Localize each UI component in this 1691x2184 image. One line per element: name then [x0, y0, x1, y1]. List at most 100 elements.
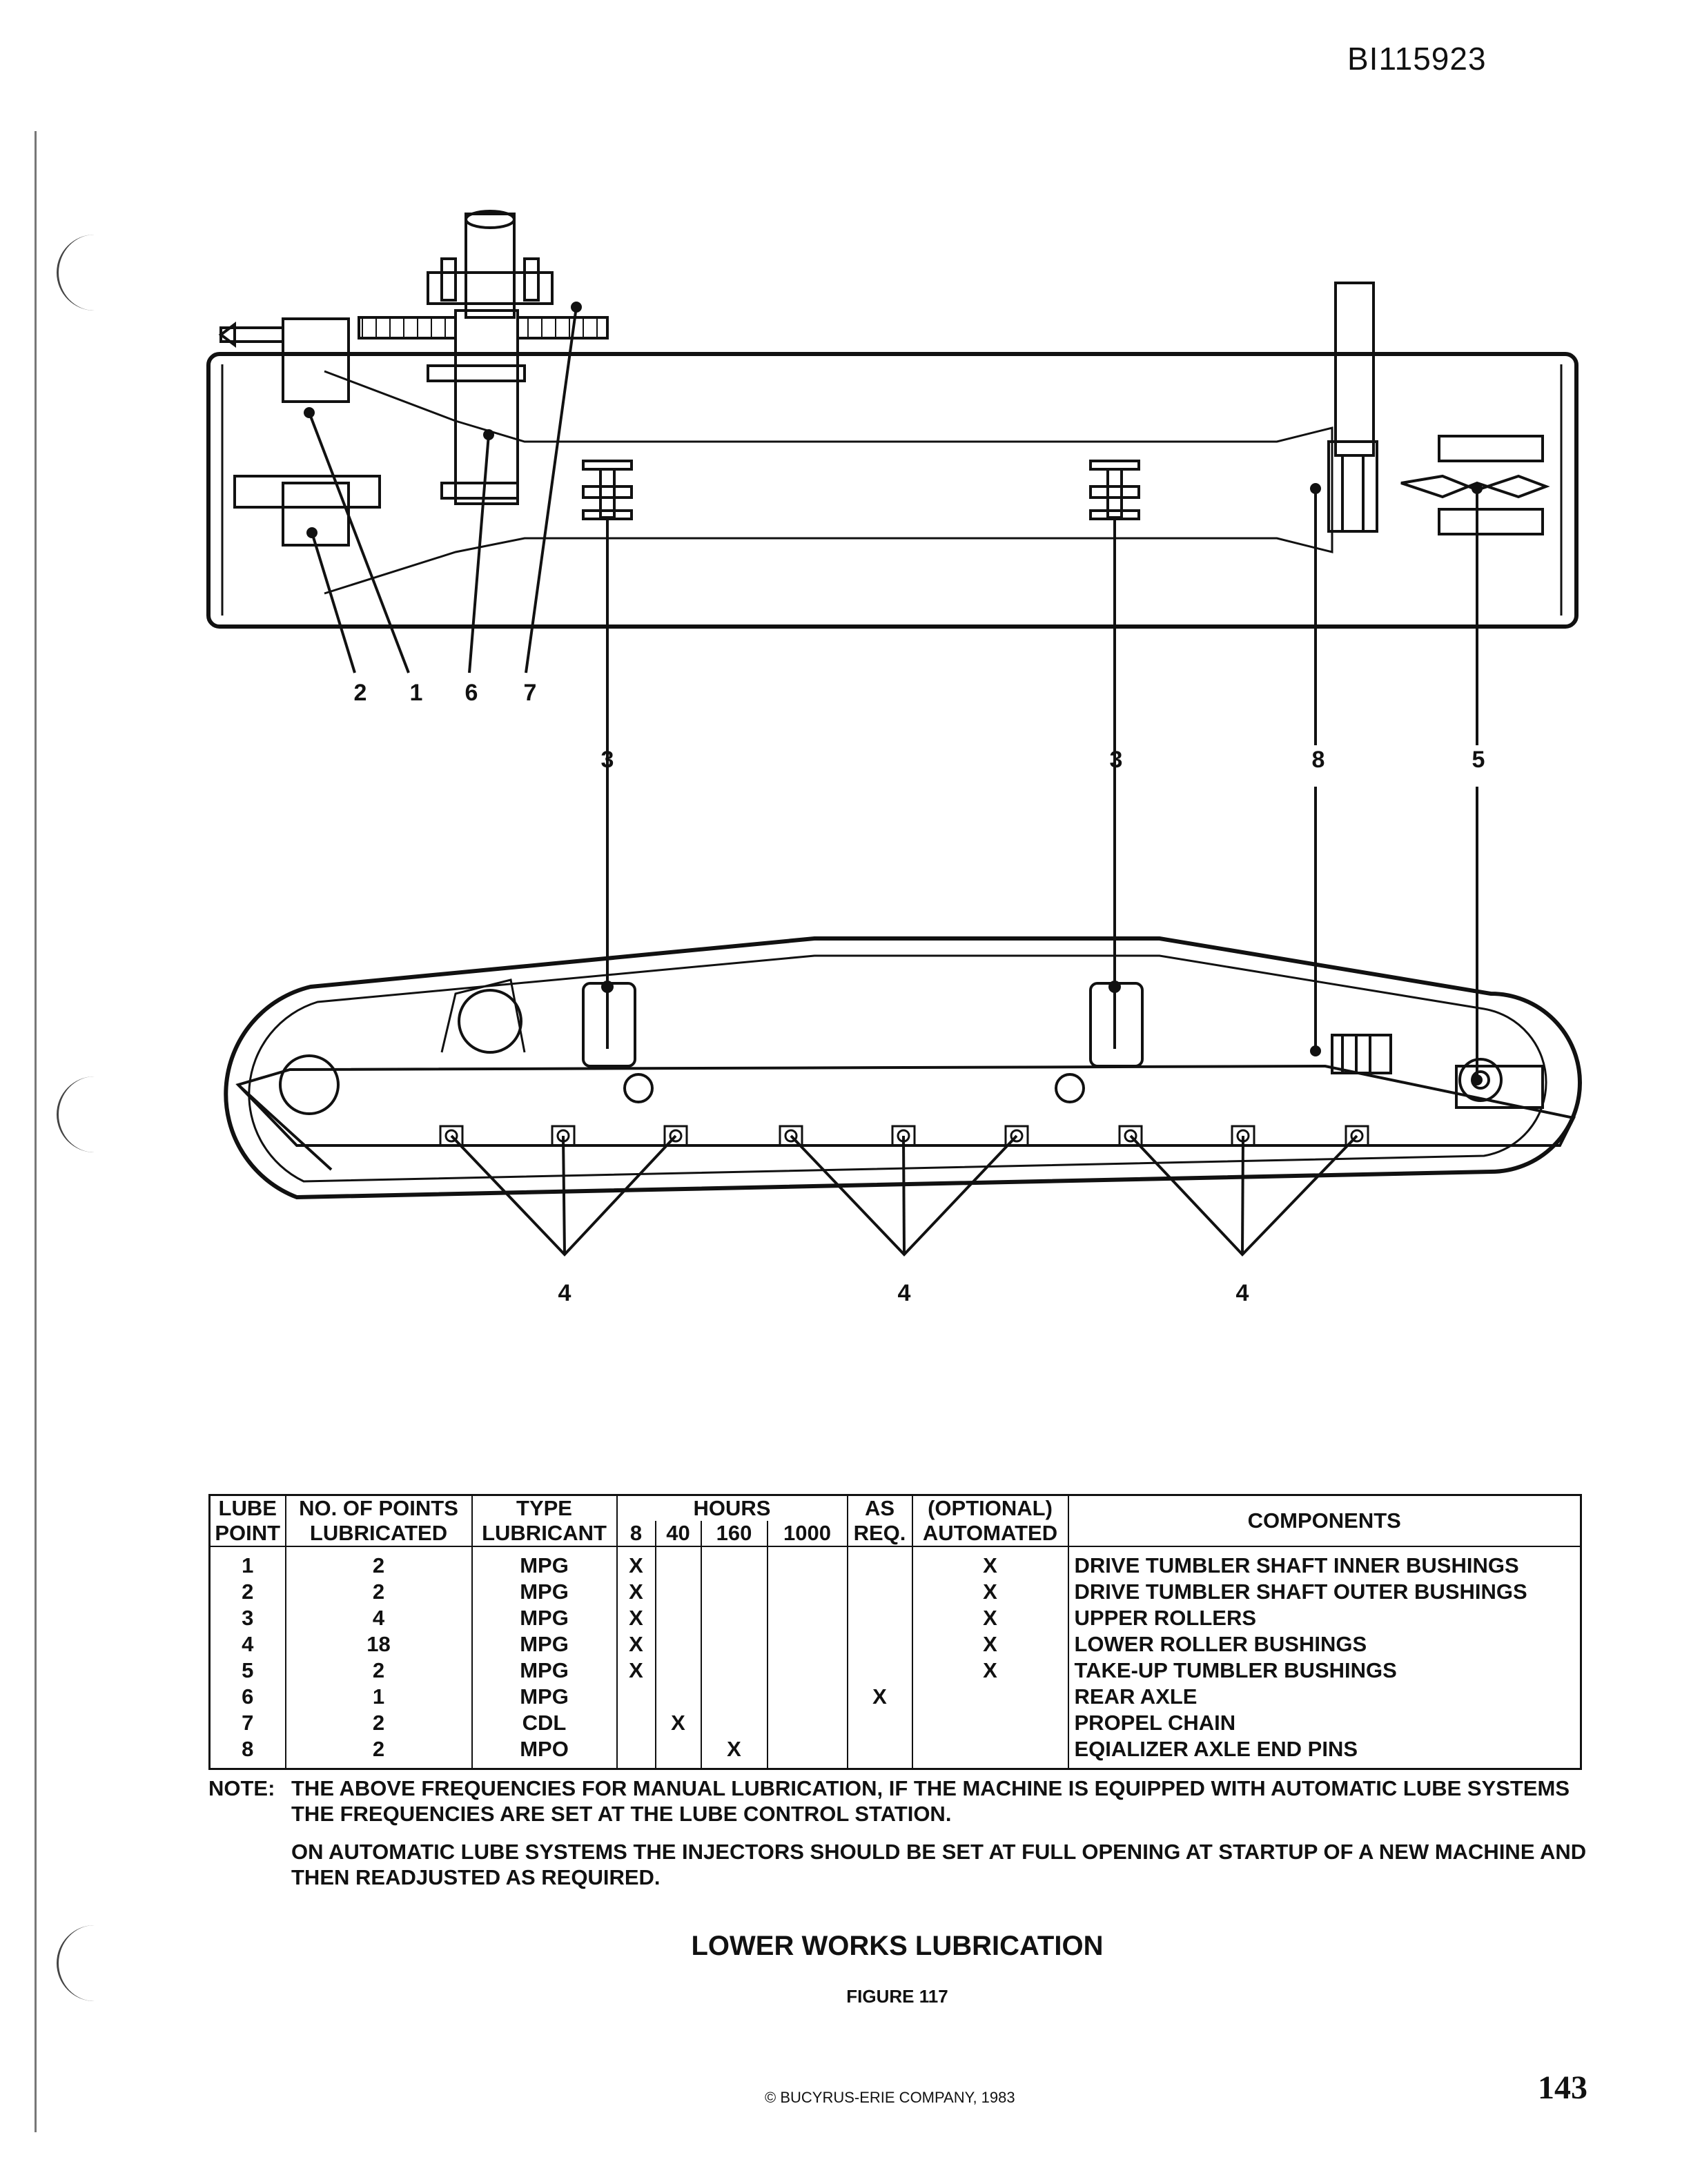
callout-2: 2	[354, 680, 367, 706]
header-hours: HOURS	[616, 1495, 848, 1521]
cell-auto	[911, 1683, 1068, 1710]
note-block: NOTE: THE ABOVE FREQUENCIES FOR MANUAL L…	[208, 1775, 1589, 1890]
cell-auto: X	[911, 1579, 1068, 1606]
callout-5: 5	[1472, 747, 1485, 773]
cell-h1000	[766, 1605, 848, 1632]
cell-type: MPG	[471, 1657, 617, 1684]
note-label: NOTE:	[208, 1776, 275, 1800]
cell-asreq	[846, 1631, 912, 1657]
figure-title: LOWER WORKS LUBRICATION	[691, 1931, 1104, 1961]
cell-h160	[700, 1546, 768, 1580]
cell-h40	[654, 1657, 701, 1684]
cell-h160: X	[700, 1735, 768, 1769]
lower-rollers	[439, 1125, 1369, 1147]
cell-type: MPG	[471, 1605, 617, 1632]
cell-count: 2	[284, 1709, 472, 1736]
cell-point: 7	[208, 1709, 286, 1736]
punch-hole-mark	[57, 1076, 100, 1152]
punch-hole-mark	[57, 235, 100, 311]
cell-count: 2	[284, 1735, 472, 1769]
cell-h8	[616, 1709, 656, 1736]
cell-h160	[700, 1709, 768, 1736]
cell-h160	[700, 1605, 768, 1632]
cell-component: LOWER ROLLER BUSHINGS	[1067, 1631, 1581, 1657]
cell-auto: X	[911, 1605, 1068, 1632]
header-automated: (OPTIONAL)AUTOMATED	[911, 1495, 1068, 1547]
cell-h1000	[766, 1579, 848, 1606]
cell-component: TAKE-UP TUMBLER BUSHINGS	[1067, 1657, 1581, 1684]
cell-point: 4	[208, 1631, 286, 1657]
cell-h1000	[766, 1709, 848, 1736]
cell-auto: X	[911, 1631, 1068, 1657]
binding-margin-line	[35, 131, 37, 2132]
cell-point: 2	[208, 1579, 286, 1606]
note-paragraph-2: ON AUTOMATIC LUBE SYSTEMS THE INJECTORS …	[291, 1840, 1587, 1889]
cell-count: 2	[284, 1579, 472, 1606]
page-number: 143	[1538, 2069, 1587, 2106]
cell-component: DRIVE TUMBLER SHAFT OUTER BUSHINGS	[1067, 1579, 1581, 1606]
callout-4-left: 4	[558, 1280, 571, 1306]
cell-count: 1	[284, 1683, 472, 1710]
cell-auto: X	[911, 1657, 1068, 1684]
callout-6: 6	[465, 680, 478, 706]
lube-point-dots	[304, 302, 1483, 1085]
cell-h40	[654, 1579, 701, 1606]
figure-number: FIGURE 117	[846, 1986, 948, 2007]
cell-asreq: X	[846, 1683, 912, 1710]
cell-h8	[616, 1683, 656, 1710]
callout-4-right: 4	[1236, 1280, 1249, 1306]
cell-type: MPO	[471, 1735, 617, 1769]
cell-component: EQIALIZER AXLE END PINS	[1067, 1735, 1581, 1769]
header-hours-160: 160	[700, 1521, 768, 1547]
cell-asreq	[846, 1579, 912, 1606]
cell-point: 1	[208, 1546, 286, 1580]
cell-auto	[911, 1735, 1068, 1769]
cell-count: 4	[284, 1605, 472, 1632]
cell-h8: X	[616, 1605, 656, 1632]
cell-count: 18	[284, 1631, 472, 1657]
header-components: COMPONENTS	[1067, 1495, 1581, 1547]
cell-point: 8	[208, 1735, 286, 1769]
cell-auto	[911, 1709, 1068, 1736]
cell-point: 6	[208, 1683, 286, 1710]
cell-count: 2	[284, 1657, 472, 1684]
cell-point: 5	[208, 1657, 286, 1684]
copyright-line: © BUCYRUS-ERIE COMPANY, 1983	[765, 2089, 1015, 2106]
cell-type: MPG	[471, 1579, 617, 1606]
cell-h40	[654, 1735, 701, 1769]
cell-count: 2	[284, 1546, 472, 1580]
punch-hole-mark	[57, 1925, 100, 2001]
crawler-side-view	[224, 936, 1582, 1257]
cell-h160	[700, 1683, 768, 1710]
cell-type: MPG	[471, 1631, 617, 1657]
cell-component: DRIVE TUMBLER SHAFT INNER BUSHINGS	[1067, 1546, 1581, 1580]
cell-h1000	[766, 1735, 848, 1769]
cell-h8: X	[616, 1579, 656, 1606]
callout-1: 1	[410, 680, 423, 706]
cell-type: CDL	[471, 1709, 617, 1736]
cell-type: MPG	[471, 1683, 617, 1710]
cell-h160	[700, 1631, 768, 1657]
cell-h1000	[766, 1631, 848, 1657]
cell-asreq	[846, 1735, 912, 1769]
note-paragraph-1: THE ABOVE FREQUENCIES FOR MANUAL LUBRICA…	[291, 1776, 1570, 1826]
cell-h1000	[766, 1657, 848, 1684]
cell-h40	[654, 1546, 701, 1580]
cell-h1000	[766, 1546, 848, 1580]
cell-h1000	[766, 1683, 848, 1710]
cell-type: MPG	[471, 1546, 617, 1580]
cell-h160	[700, 1657, 768, 1684]
carbody-top-view	[206, 210, 1578, 629]
header-hours-40: 40	[654, 1521, 701, 1547]
